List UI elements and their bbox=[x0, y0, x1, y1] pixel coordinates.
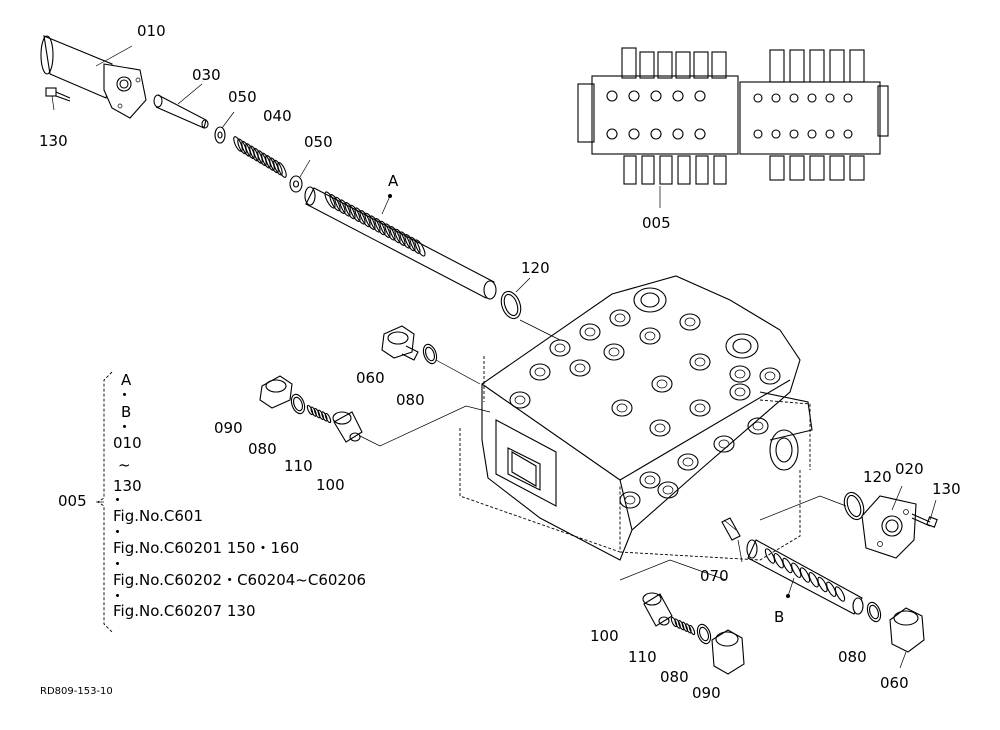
part-070-pin-illustration bbox=[721, 517, 743, 563]
part-120-oring-illustration-2 bbox=[843, 491, 865, 521]
label-080: 080 bbox=[838, 648, 867, 666]
part-080-oring-illustration bbox=[422, 343, 438, 365]
label-110: 110 bbox=[284, 457, 313, 475]
part-100-poppet-illustration bbox=[332, 411, 363, 443]
label-040: 040 bbox=[263, 107, 292, 125]
part-080-oring-illustration-2 bbox=[290, 393, 306, 415]
part-040-spring-illustration bbox=[233, 136, 287, 178]
legend-separator: ・ bbox=[110, 523, 126, 541]
part-010-cover-illustration bbox=[40, 35, 147, 119]
part-130-bolt-illustration-2 bbox=[911, 499, 938, 528]
part-060-plug-illustration bbox=[381, 325, 419, 361]
spool-b-illustration bbox=[746, 539, 864, 615]
label-120: 120 bbox=[521, 259, 550, 277]
legend-separator: ・ bbox=[110, 587, 126, 605]
part-130-bolt-illustration bbox=[45, 87, 71, 111]
label-020: 020 bbox=[895, 460, 924, 478]
legend-assembly-code: 005 bbox=[58, 492, 87, 510]
drawing-code: RD809-153-10 bbox=[40, 686, 113, 697]
legend-item: Fig.No.C601 bbox=[113, 507, 203, 525]
label-060: 060 bbox=[880, 674, 909, 692]
legend-item: A bbox=[121, 371, 132, 389]
label-130: 130 bbox=[39, 132, 68, 150]
legend-item: Fig.No.C60202・C60204~C60206 bbox=[113, 571, 367, 589]
legend-separator: ~ bbox=[118, 456, 131, 474]
legend-item: B bbox=[121, 403, 132, 421]
label-010: 010 bbox=[137, 22, 166, 40]
part-090-plug-illustration bbox=[259, 375, 293, 409]
label-b: B bbox=[774, 608, 785, 626]
label-130: 130 bbox=[932, 480, 961, 498]
label-080: 080 bbox=[248, 440, 277, 458]
legend-separator: ・ bbox=[117, 386, 133, 404]
label-100: 100 bbox=[316, 476, 345, 494]
label-120: 120 bbox=[863, 468, 892, 486]
legend-item: 130 bbox=[113, 477, 142, 495]
legend-item: Fig.No.C60207 130 bbox=[113, 602, 256, 620]
part-050-washer-illustration bbox=[214, 111, 235, 144]
label-110: 110 bbox=[628, 648, 657, 666]
spool-a-illustration bbox=[304, 186, 497, 300]
label-100: 100 bbox=[590, 627, 619, 645]
part-020-cover-illustration bbox=[861, 485, 917, 559]
label-090: 090 bbox=[214, 419, 243, 437]
part-110-spring-illustration-2 bbox=[670, 616, 696, 636]
part-090-plug-illustration-2 bbox=[711, 629, 745, 675]
label-050: 050 bbox=[228, 88, 257, 106]
legend-item: Fig.No.C60201 150・160 bbox=[113, 539, 300, 557]
part-080-oring-illustration-4 bbox=[696, 623, 712, 645]
legend-item: 010 bbox=[113, 434, 142, 452]
label-070: 070 bbox=[700, 567, 729, 585]
leader-lines bbox=[359, 319, 847, 581]
label-030: 030 bbox=[192, 66, 221, 84]
part-080-oring-illustration-3 bbox=[866, 601, 882, 623]
part-060-plug-illustration-2 bbox=[889, 607, 925, 669]
part-100-poppet-illustration-2 bbox=[642, 592, 673, 627]
legend-separator: ・ bbox=[117, 418, 133, 436]
label-080: 080 bbox=[660, 668, 689, 686]
label-005-overview: 005 bbox=[642, 214, 671, 232]
part-050-washer-illustration-2 bbox=[289, 159, 311, 193]
part-030-rod-illustration bbox=[153, 83, 209, 129]
valve-body-illustration bbox=[459, 275, 813, 561]
label-a: A bbox=[388, 172, 399, 190]
valve-assembly-overview-illustration bbox=[577, 47, 889, 208]
label-090: 090 bbox=[692, 684, 721, 702]
label-060: 060 bbox=[356, 369, 385, 387]
label-050: 050 bbox=[304, 133, 333, 151]
part-120-oring-illustration bbox=[500, 277, 531, 320]
label-080: 080 bbox=[396, 391, 425, 409]
legend-separator: ・ bbox=[110, 555, 126, 573]
part-110-spring-illustration bbox=[306, 404, 332, 424]
legend-bracket bbox=[96, 371, 113, 633]
legend-separator: ・ bbox=[110, 491, 126, 509]
